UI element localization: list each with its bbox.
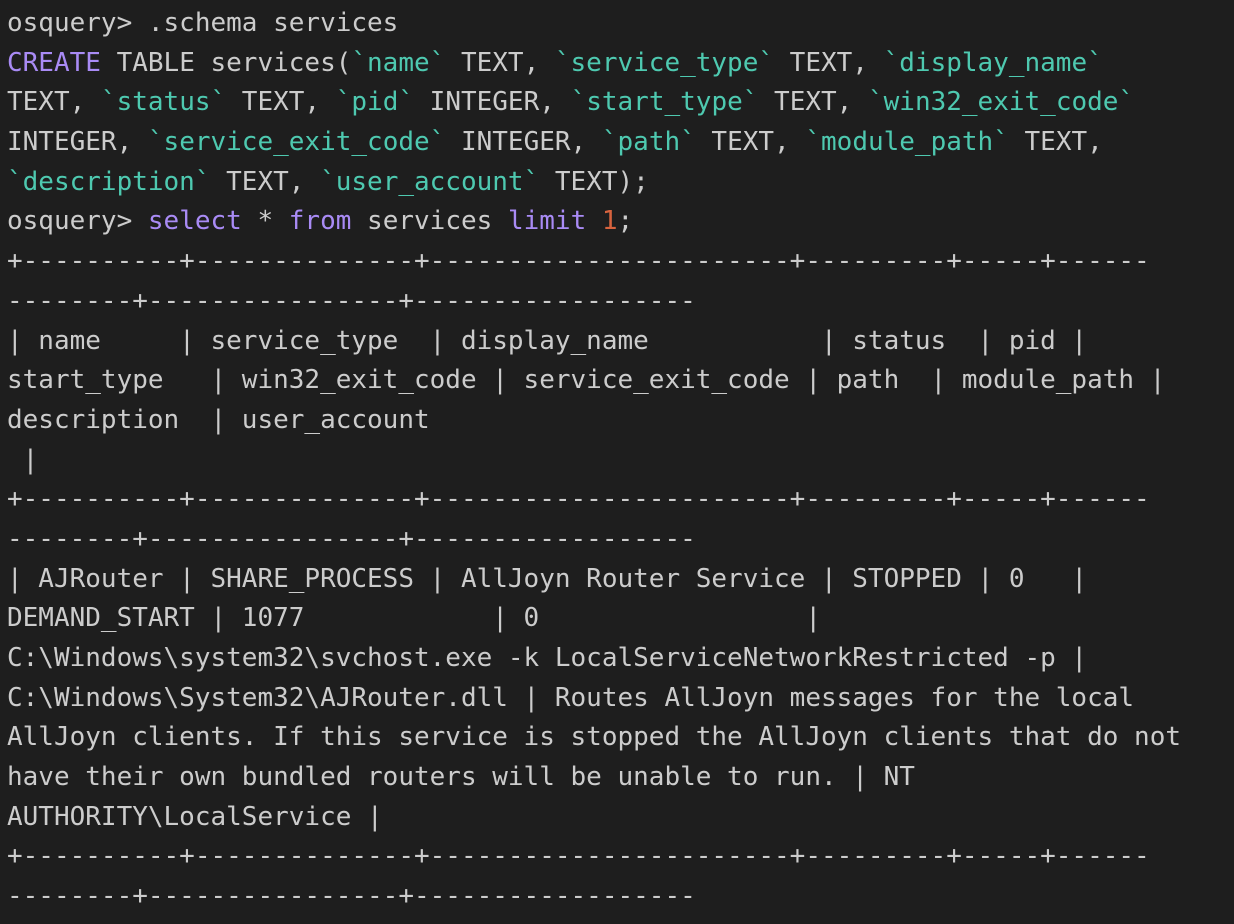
terminal-text-segment: INTEGER, — [7, 127, 148, 158]
terminal-text-segment: | AJRouter | SHARE_PROCESS | AllJoyn Rou… — [7, 563, 1088, 594]
terminal-text-segment: TABLE services( — [100, 47, 352, 78]
terminal-text-segment: AllJoyn clients. If this service is stop… — [7, 722, 1181, 753]
terminal-text-segment: `pid` — [335, 87, 415, 118]
terminal-text-segment: INTEGER, — [445, 127, 602, 158]
terminal-line: INTEGER, `service_exit_code` INTEGER, `p… — [7, 123, 1234, 163]
terminal-text-segment: `win32_exit_code` — [867, 87, 1135, 118]
terminal-line: | — [7, 441, 1234, 481]
terminal-line: +----------+--------------+-------------… — [7, 837, 1234, 877]
terminal-text-segment: TEXT, — [758, 87, 868, 118]
terminal-text-segment: limit — [507, 206, 587, 237]
terminal-line: DEMAND_START | 1077 | 0 | — [7, 599, 1234, 639]
terminal-text-segment: select — [147, 206, 242, 237]
terminal-line: AUTHORITY\LocalService | — [7, 798, 1234, 838]
terminal-text-segment: TEXT, — [1008, 127, 1103, 158]
terminal-text-segment: start_type | win32_exit_code | service_e… — [7, 365, 1166, 396]
terminal-line: --------+----------------+--------------… — [7, 877, 1234, 917]
terminal-text-segment: `name` — [351, 47, 446, 78]
terminal-text-segment: --------+----------------+--------------… — [7, 285, 696, 316]
terminal-text-segment — [586, 206, 602, 236]
terminal-text-segment: `service_exit_code` — [147, 127, 446, 158]
terminal-text-segment: INTEGER, — [414, 87, 571, 118]
terminal-text-segment: | name | service_type | display_name | s… — [7, 325, 1088, 356]
terminal-text-segment: AUTHORITY\LocalService | — [7, 801, 383, 832]
terminal-line: have their own bundled routers will be u… — [7, 758, 1234, 798]
terminal-text-segment: TEXT, — [210, 166, 321, 197]
terminal-line: C:\Windows\System32\AJRouter.dll | Route… — [7, 679, 1234, 719]
terminal-text-segment: * — [241, 206, 289, 237]
terminal-line: CREATE TABLE services(`name` TEXT, `serv… — [7, 44, 1234, 84]
terminal-text-segment: C:\Windows\system32\svchost.exe -k Local… — [7, 643, 1088, 673]
terminal-text-segment: TEXT, — [7, 87, 101, 118]
terminal-text-segment: --------+----------------+--------------… — [7, 881, 696, 912]
terminal-text-segment: services — [351, 206, 508, 237]
terminal-text-segment: +----------+--------------+-------------… — [7, 841, 1150, 872]
terminal-text-segment: C:\Windows\System32\AJRouter.dll | Route… — [7, 682, 1135, 713]
terminal-line: +----------+--------------+-------------… — [7, 480, 1234, 520]
terminal-text-segment: +----------+--------------+-------------… — [7, 484, 1150, 515]
terminal-line: osquery> .schema services — [7, 4, 1234, 44]
terminal-text-segment: --------+----------------+--------------… — [7, 523, 696, 554]
terminal-text-segment: TEXT, — [226, 87, 336, 118]
terminal-text-segment: `user_account` — [320, 166, 540, 197]
terminal-line: --------+----------------+--------------… — [7, 282, 1234, 322]
terminal-text-segment: `display_name` — [883, 47, 1103, 78]
terminal-text-segment: `service_type` — [554, 47, 775, 78]
terminal-text-segment: osquery> — [7, 206, 148, 237]
terminal-line: | name | service_type | display_name | s… — [7, 322, 1234, 362]
terminal-text-segment: `path` — [601, 127, 696, 158]
terminal-text-segment: `module_path` — [805, 127, 1009, 158]
terminal-line: AllJoyn clients. If this service is stop… — [7, 718, 1234, 758]
terminal-line: C:\Windows\system32\svchost.exe -k Local… — [7, 639, 1234, 679]
terminal-text-segment: CREATE — [7, 47, 101, 78]
terminal-text-segment: osquery> .schema services — [7, 8, 399, 38]
terminal-text-segment: `start_type` — [570, 87, 759, 118]
terminal-text-segment: `status` — [100, 87, 227, 118]
terminal-text-segment: DEMAND_START | 1077 | 0 | — [7, 603, 821, 634]
terminal-line: osquery> select * from services limit 1; — [7, 202, 1234, 242]
terminal-text-segment: | — [7, 444, 39, 475]
terminal-line: TEXT, `status` TEXT, `pid` INTEGER, `sta… — [7, 83, 1234, 123]
terminal-line: start_type | win32_exit_code | service_e… — [7, 361, 1234, 401]
terminal-text-segment: ; — [617, 206, 634, 237]
terminal-text-segment: description | user_account — [7, 404, 430, 435]
terminal-text-segment: +----------+--------------+-------------… — [7, 246, 1150, 277]
terminal-text-segment: 1 — [601, 206, 618, 237]
terminal-line: | AJRouter | SHARE_PROCESS | AllJoyn Rou… — [7, 560, 1234, 600]
terminal-text-segment: `description` — [7, 166, 211, 197]
terminal-text-segment: TEXT, — [445, 47, 555, 78]
terminal-text-segment: TEXT, — [695, 127, 806, 158]
terminal-text-segment: TEXT, — [774, 47, 884, 78]
terminal-text-segment: have their own bundled routers will be u… — [7, 762, 915, 793]
terminal-line: `description` TEXT, `user_account` TEXT)… — [7, 163, 1234, 203]
terminal-text-segment: TEXT); — [539, 166, 649, 197]
terminal-line: --------+----------------+--------------… — [7, 520, 1234, 560]
terminal-text-segment: from — [288, 206, 352, 237]
terminal-line: +----------+--------------+-------------… — [7, 242, 1234, 282]
terminal-line: description | user_account — [7, 401, 1234, 441]
